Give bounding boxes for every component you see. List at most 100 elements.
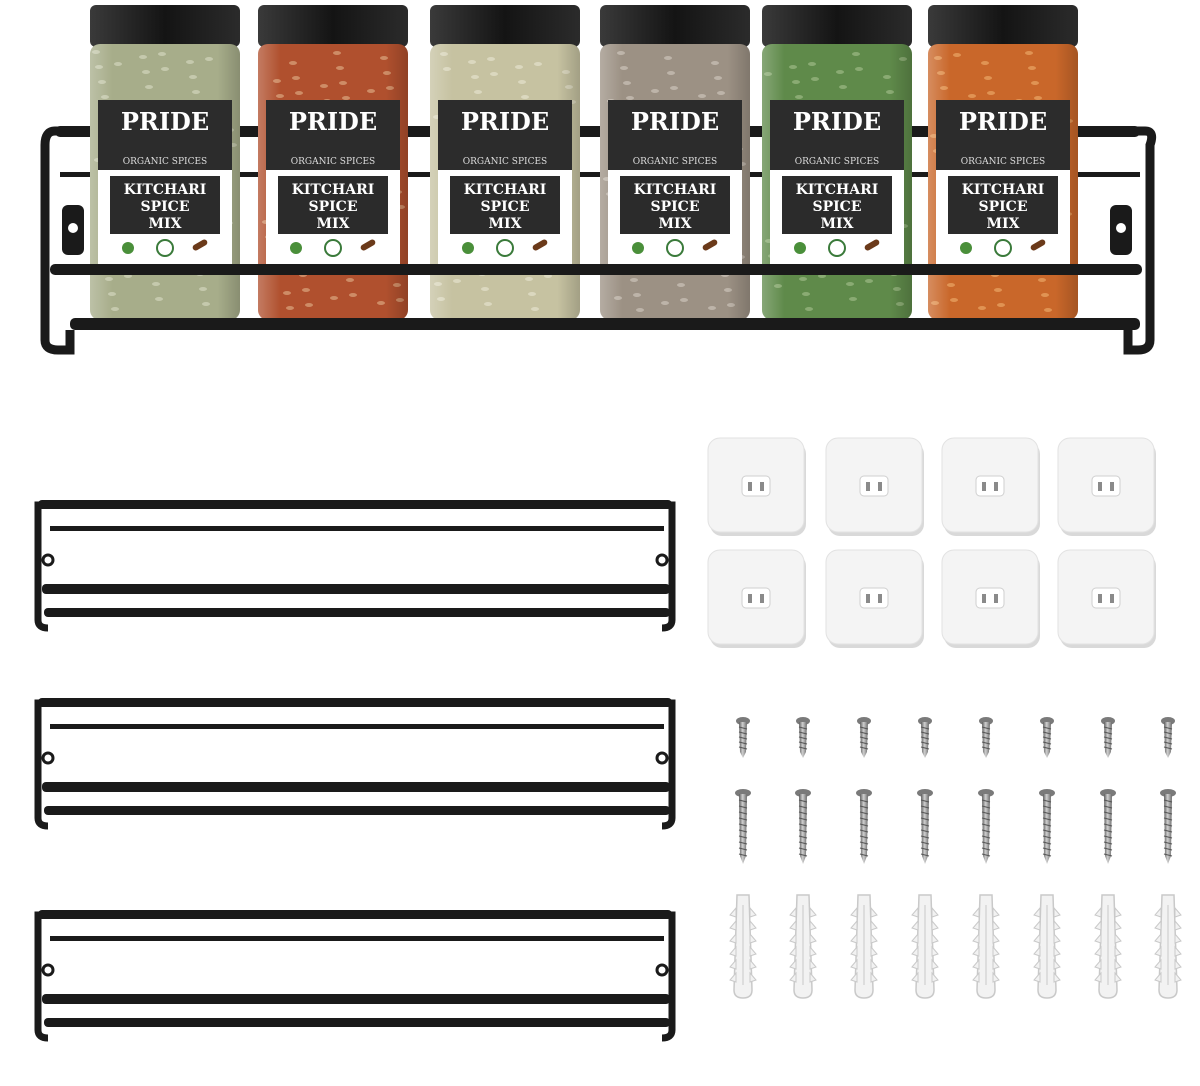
anchor-fin <box>809 906 817 918</box>
screw-head <box>1100 789 1116 797</box>
anchor-fin <box>870 932 878 944</box>
anchor-fin <box>1114 932 1122 944</box>
vegan-badge-icon <box>960 242 972 254</box>
screw-thread <box>1103 817 1113 821</box>
anchor-fin <box>931 919 939 931</box>
label-brand-band <box>936 100 1070 170</box>
rack-screw-hole <box>655 553 669 567</box>
anchor-fin <box>911 906 919 918</box>
label-name-line3: MIX <box>489 216 522 232</box>
screw-thread <box>859 736 869 740</box>
anchor-fin <box>931 971 939 983</box>
anchor-fin <box>911 919 919 931</box>
anchor-fin <box>1053 932 1061 944</box>
anchor-fin <box>1094 945 1102 957</box>
screw-head <box>1160 789 1176 797</box>
long-screw <box>1100 789 1116 864</box>
screw-thread <box>798 799 808 803</box>
label-name-line3: MIX <box>821 216 854 232</box>
anchor-fin <box>1033 932 1041 944</box>
wall-anchor <box>972 894 1000 999</box>
rack-right-frame <box>661 699 676 830</box>
anchor-fin <box>729 919 737 931</box>
screw-thread <box>1163 847 1173 851</box>
hook-slot <box>1110 594 1114 603</box>
screw-thread <box>798 811 808 815</box>
rack-right-screw-hole <box>1116 223 1126 233</box>
screw-thread <box>1163 805 1173 809</box>
adhesive-hook <box>825 437 924 536</box>
screw-thread <box>920 805 930 809</box>
screw-head <box>978 789 994 797</box>
screw-thread <box>1163 835 1173 839</box>
screw-thread <box>1163 799 1173 803</box>
anchor-fin <box>870 919 878 931</box>
anchor-fin <box>1174 932 1182 944</box>
anchor-fin <box>870 971 878 983</box>
anchor-fin <box>789 919 797 931</box>
anchor-fin <box>850 906 858 918</box>
screw-head <box>917 789 933 797</box>
screw-thread <box>981 726 991 730</box>
rack-top-rail <box>38 698 672 707</box>
anchor-fin <box>972 919 980 931</box>
anchor-fin <box>749 919 757 931</box>
anchor-fin <box>1094 906 1102 918</box>
anchor-fin <box>1114 971 1122 983</box>
screw-thread <box>1042 805 1052 809</box>
screw-thread <box>920 835 930 839</box>
anchor-fin <box>1154 958 1162 970</box>
hook-clip <box>741 475 771 497</box>
hook-slot <box>1098 482 1102 491</box>
anchor-fin <box>789 932 797 944</box>
empty-spice-rack <box>34 910 676 1042</box>
rack-front-rail <box>42 584 670 594</box>
rack-right-frame <box>661 911 676 1042</box>
rack-bottom-rail <box>44 806 670 815</box>
screw-thread <box>1042 841 1052 845</box>
screw-thread <box>981 811 991 815</box>
label-brand: PRIDE <box>121 107 209 136</box>
screw-thread <box>859 817 869 821</box>
anchor-fin <box>789 958 797 970</box>
anchor-fin <box>1174 945 1182 957</box>
screw-thread <box>1103 853 1113 857</box>
screw-thread <box>859 847 869 851</box>
screw-thread <box>1042 829 1052 833</box>
hook-slot <box>1110 482 1114 491</box>
rack-front-rail <box>42 994 670 1004</box>
label-name-line2: SPICE <box>651 199 700 215</box>
anchor-fin <box>911 958 919 970</box>
screw-thread <box>1042 731 1052 735</box>
anchor-fin <box>1033 958 1041 970</box>
anchor-fin <box>1033 906 1041 918</box>
rack-left-frame <box>34 699 49 830</box>
screw-thread <box>981 817 991 821</box>
short-screw <box>1101 717 1115 758</box>
screw-thread <box>859 829 869 833</box>
rack-left-frame <box>40 126 75 355</box>
screw-thread <box>859 805 869 809</box>
gluten-free-badge-icon <box>1030 239 1046 251</box>
screw-thread <box>1042 835 1052 839</box>
label-brand-band <box>608 100 742 170</box>
screw-thread <box>1042 817 1052 821</box>
usda-organic-badge-icon <box>666 239 684 257</box>
anchor-fin <box>1094 932 1102 944</box>
screw-thread <box>920 746 930 750</box>
rack-screw-hole <box>41 751 55 765</box>
anchor-fin <box>789 971 797 983</box>
hook-clip <box>975 587 1005 609</box>
screw-thread <box>738 835 748 839</box>
rack-bottom-rail <box>44 608 670 617</box>
anchor-fin <box>992 971 1000 983</box>
screw-shaft <box>860 794 868 864</box>
anchor-fin <box>1154 971 1162 983</box>
anchor-fin <box>729 958 737 970</box>
usda-organic-badge-icon <box>156 239 174 257</box>
screw-thread <box>798 829 808 833</box>
anchor-fin <box>870 945 878 957</box>
